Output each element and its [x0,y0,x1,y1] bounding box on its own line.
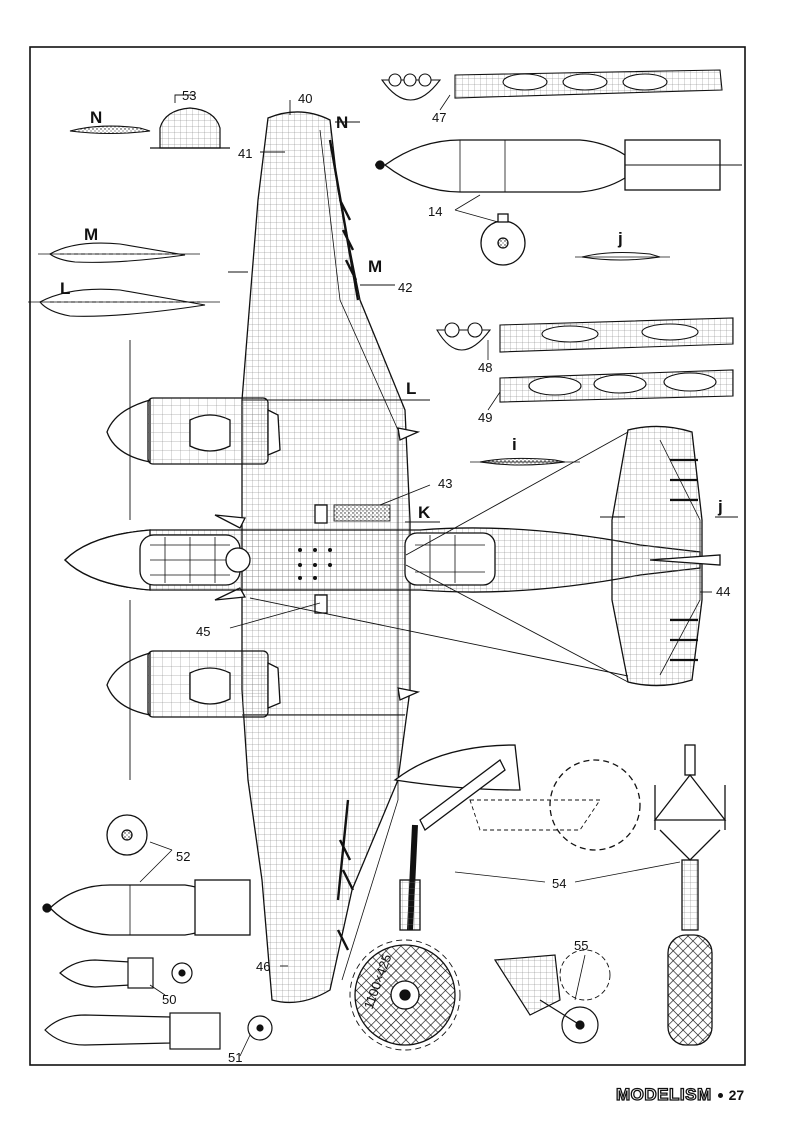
label-54: 54 [552,876,566,891]
canopy-detail-53 [150,94,230,149]
aircraft-plan-view [64,111,721,1004]
label-46: 46 [256,959,270,974]
label-41: 41 [238,146,252,161]
section-k: K [418,503,431,522]
airfoil-section-n [69,125,151,135]
section-n-left: N [90,108,102,127]
bomb-51 [44,1012,273,1050]
label-53: 53 [182,88,196,103]
bomb-14 [375,139,742,266]
section-j-top: j [617,229,623,248]
tailplane [611,425,703,687]
magazine-logo: MODELISM [615,1084,712,1104]
section-n-right: N [336,113,348,132]
label-51: 51 [228,1050,242,1065]
section-m-left: M [84,225,98,244]
page-number: 27 [728,1087,745,1103]
section-j-tail: j [717,497,723,516]
section-l-left: L [60,279,70,298]
tail-wheel-55 [493,949,611,1044]
landing-gear-front-54 [653,744,727,1046]
page-footer: MODELISM 27 [615,1084,745,1106]
label-48: 48 [478,360,492,375]
label-55: 55 [574,938,588,953]
footer-dot [717,1092,723,1098]
bomb-rack-47 [380,69,723,101]
bomb-50 [59,957,193,989]
label-52: 52 [176,849,190,864]
label-45: 45 [196,624,210,639]
label-47: 47 [432,110,446,125]
label-43: 43 [438,476,452,491]
engine-nacelle-upper [106,397,281,465]
airfoil-section-m [38,242,200,263]
label-50: 50 [162,992,176,1007]
label-14: 14 [428,204,442,219]
label-49: 49 [478,410,492,425]
label-40: 40 [298,91,312,106]
tail-section-i [470,457,580,466]
airfoil-section-l [28,288,220,317]
section-m-right: M [368,257,382,276]
section-l-right: L [406,379,416,398]
drawing-frame [29,46,746,1066]
label-42: 42 [398,280,412,295]
label-44: 44 [716,584,730,599]
leader-lines [129,100,738,967]
bomb-rack-49 [499,369,734,403]
landing-gear-side-54 [349,744,641,1051]
label-leaders [139,94,681,1057]
engine-nacelle-lower [106,650,281,718]
bomb-rack-48 [436,317,734,353]
tail-section-j [575,252,670,261]
section-i: i [512,435,517,454]
bomb-52 [42,814,251,936]
